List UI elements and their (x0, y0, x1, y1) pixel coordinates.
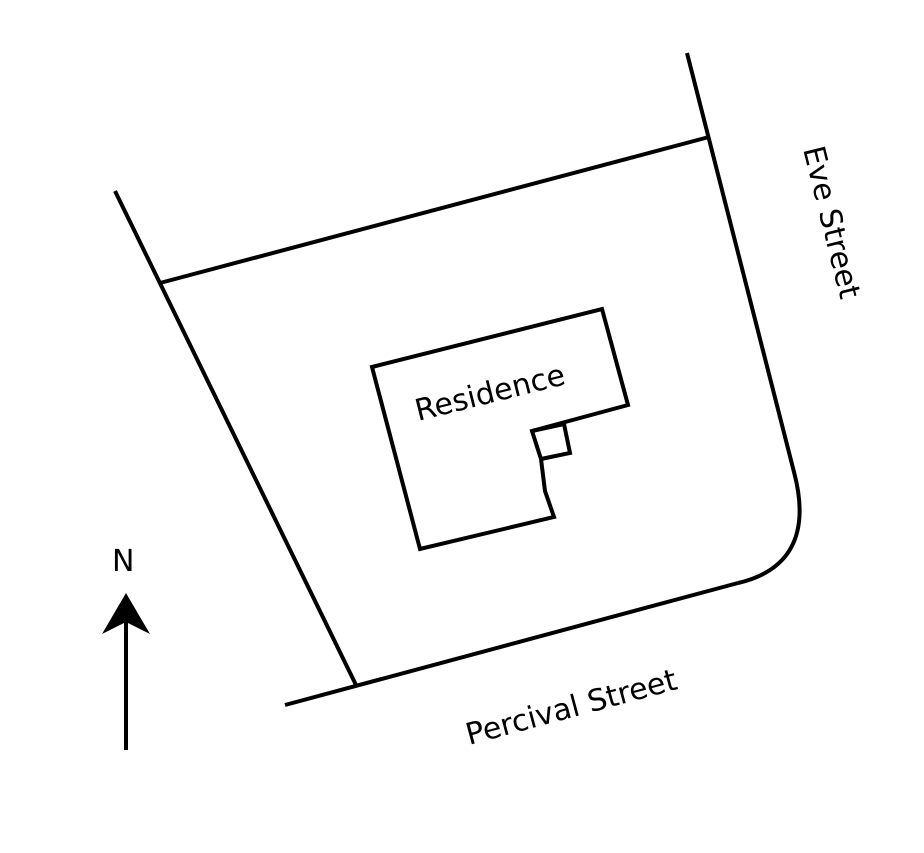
eve-street-label: Eve Street (795, 142, 867, 302)
residence-annex (531, 421, 573, 461)
percival-street-curb (284, 581, 739, 707)
eve-street-curb (685, 52, 802, 585)
percival-street-label: Percival Street (462, 663, 681, 753)
north-label: N (112, 544, 134, 579)
west-boundary-line (113, 190, 358, 686)
residence-footprint (369, 306, 631, 552)
north-boundary-line (159, 135, 710, 285)
building-label: Residence (411, 358, 568, 429)
north-arrow-icon (102, 593, 150, 750)
